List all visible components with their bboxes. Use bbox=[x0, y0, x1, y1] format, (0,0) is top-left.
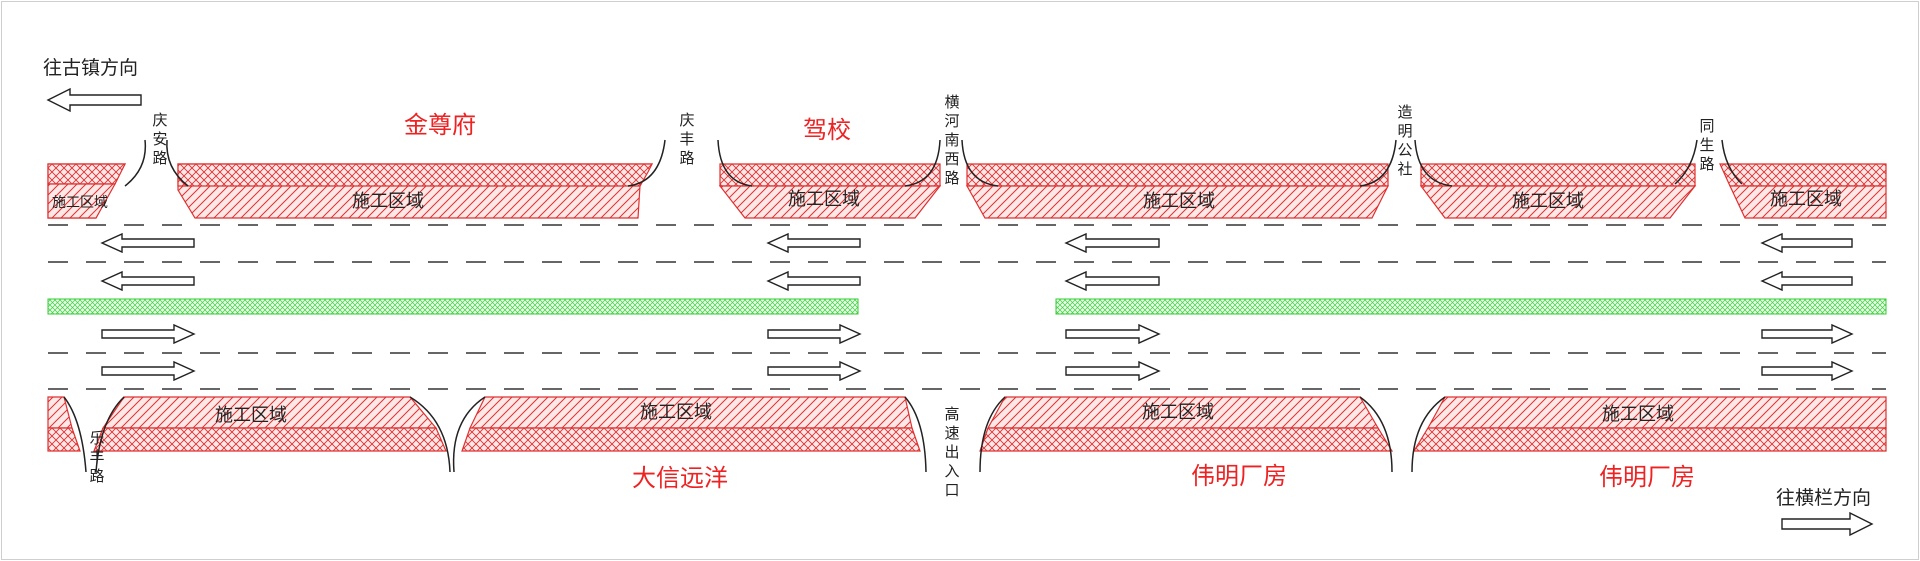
arrow-left-icon bbox=[1760, 270, 1853, 292]
arrow-right-icon bbox=[1761, 323, 1854, 345]
arrow-left-icon bbox=[100, 232, 195, 254]
road-label-qingfeng: 庆丰路 bbox=[679, 111, 694, 167]
arrow-left-icon bbox=[766, 270, 861, 292]
road-label-henghe: 横河南西路 bbox=[944, 93, 959, 187]
arrow-left-icon bbox=[766, 232, 861, 254]
top-construction-zones bbox=[47, 163, 1887, 219]
landmark-jinzunfu: 金尊府 bbox=[404, 111, 476, 139]
arrow-left-icon bbox=[100, 270, 195, 292]
top-zone-5-label: 施工区域 bbox=[1512, 191, 1584, 212]
arrow-right-icon bbox=[101, 360, 196, 382]
road-label-zaoming: 造明公社 bbox=[1397, 103, 1412, 178]
road-label-tongsheng: 同生路 bbox=[1699, 117, 1714, 173]
landmark-weiming-factory-2: 伟明厂房 bbox=[1599, 463, 1695, 491]
bottom-zone-2-label: 施工区域 bbox=[215, 405, 287, 426]
arrow-left-icon bbox=[1064, 270, 1160, 292]
median-strip-west bbox=[47, 298, 859, 315]
road-label-qingan: 庆安路 bbox=[152, 111, 167, 167]
median-strips bbox=[47, 298, 1887, 315]
top-road-curbs bbox=[124, 139, 1743, 187]
landmark-daxin-yuanyang: 大信远洋 bbox=[632, 464, 728, 492]
arrow-left-icon bbox=[1064, 232, 1160, 254]
top-zone-6-label: 施工区域 bbox=[1770, 189, 1842, 210]
top-zone-4-label: 施工区域 bbox=[1143, 191, 1215, 212]
top-zone-5 bbox=[1419, 185, 1697, 219]
arrow-left-icon bbox=[46, 87, 142, 113]
top-zone-1-label: 施工区域 bbox=[52, 195, 108, 211]
top-zone-2-label: 施工区域 bbox=[352, 191, 424, 212]
arrow-right-icon bbox=[1065, 323, 1161, 345]
top-zone-4 bbox=[965, 185, 1389, 219]
direction-west: 往古镇方向 bbox=[43, 57, 142, 113]
landmark-labels: 金尊府 驾校 大信远洋 伟明厂房 伟明厂房 bbox=[404, 111, 1695, 492]
arrow-right-icon bbox=[767, 360, 862, 382]
bottom-zone-3-label: 施工区域 bbox=[640, 402, 712, 423]
road-label-lefeng: 乐丰路 bbox=[89, 429, 104, 485]
arrow-right-icon bbox=[1065, 360, 1161, 382]
bottom-zone-1 bbox=[47, 427, 81, 452]
arrow-right-icon bbox=[101, 323, 196, 345]
direction-west-label: 往古镇方向 bbox=[43, 57, 138, 79]
top-zone-3-label: 施工区域 bbox=[788, 189, 860, 210]
bottom-road-curbs bbox=[63, 396, 1446, 473]
arrow-right-icon bbox=[767, 323, 862, 345]
bottom-construction-zones bbox=[47, 396, 1887, 452]
bottom-zone-4-label: 施工区域 bbox=[1142, 402, 1214, 423]
top-zone-3 bbox=[718, 185, 942, 219]
direction-east: 往横栏方向 bbox=[1776, 487, 1874, 537]
road-label-highway-exit: 高速出入口 bbox=[944, 405, 959, 499]
median-strip-east bbox=[1055, 298, 1887, 315]
landmark-driving-school: 驾校 bbox=[803, 116, 851, 144]
top-zone-6 bbox=[1729, 185, 1887, 219]
zone-labels: 施工区域 施工区域 施工区域 施工区域 施工区域 施工区域 施工区域 施工区域 … bbox=[52, 189, 1842, 426]
arrow-right-icon bbox=[1781, 511, 1874, 537]
road-labels: 庆安路 庆丰路 横河南西路 造明公社 同生路 乐丰路 高速出入口 bbox=[89, 93, 1714, 499]
direction-east-label: 往横栏方向 bbox=[1776, 487, 1871, 509]
lane-dividers bbox=[48, 224, 1886, 390]
lane-arrows bbox=[100, 232, 1854, 382]
landmark-weiming-factory-1: 伟明厂房 bbox=[1191, 462, 1287, 490]
arrow-left-icon bbox=[1760, 232, 1853, 254]
bottom-zone-5-label: 施工区域 bbox=[1602, 404, 1674, 425]
arrow-right-icon bbox=[1761, 360, 1854, 382]
